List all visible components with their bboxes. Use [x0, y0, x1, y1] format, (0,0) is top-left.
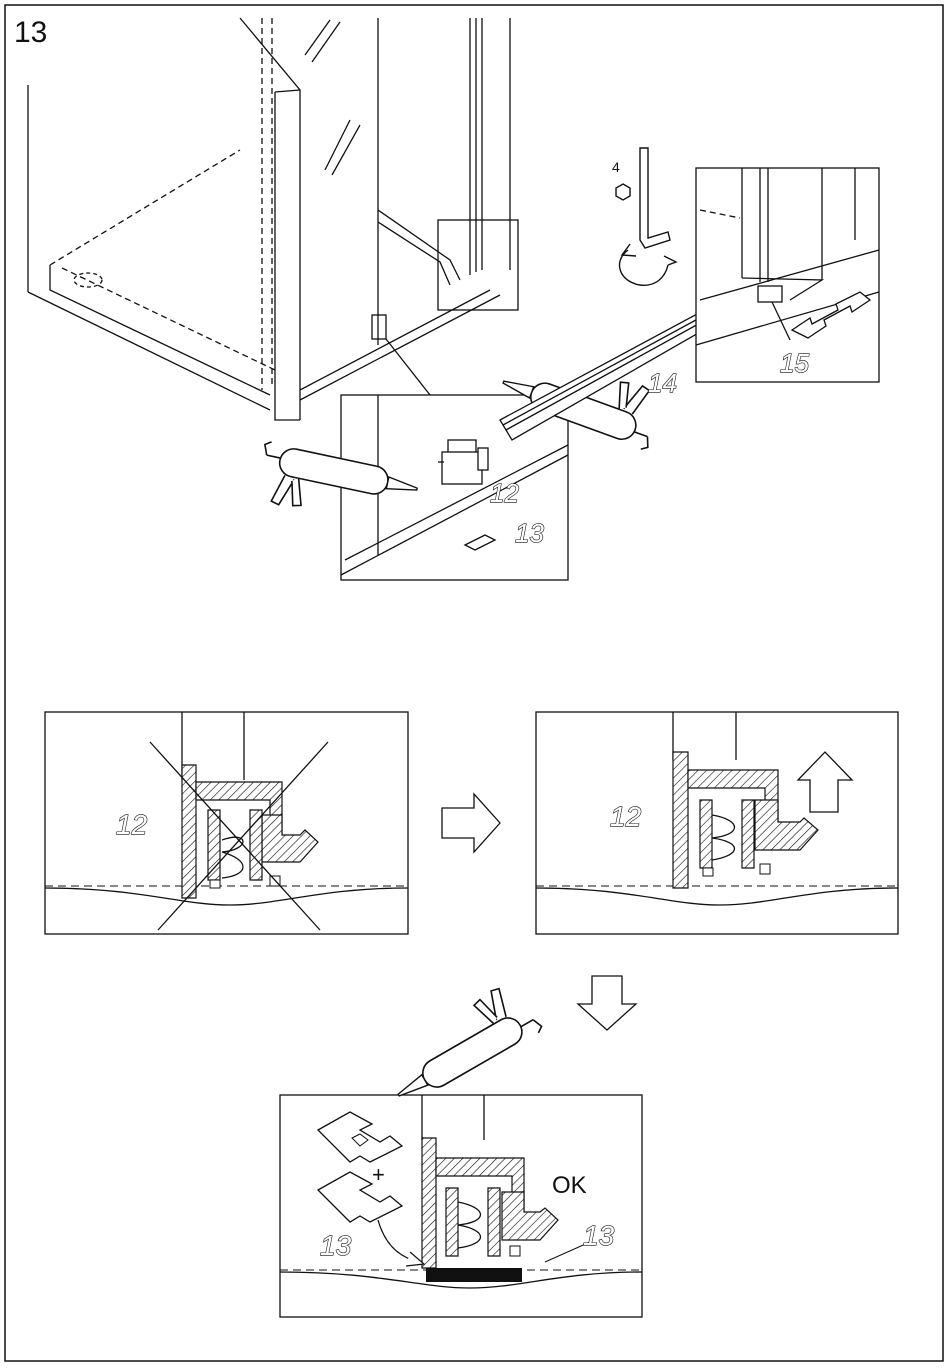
label-lifted: 12: [610, 801, 642, 832]
panel-lifted-position: [536, 712, 898, 934]
arrow-right-icon: [442, 794, 500, 852]
hex-key-icon: [616, 148, 676, 285]
end-cap-part: [758, 286, 782, 302]
arrow-down-icon: [578, 976, 636, 1030]
panel-ok-position: [280, 1095, 642, 1317]
label-shim: 13: [515, 518, 544, 548]
step-number: 13: [14, 16, 47, 49]
plus-sign: +: [372, 1162, 385, 1187]
panel-wrong-position: [45, 712, 408, 934]
label-shim-right: 13: [583, 1220, 615, 1251]
sealant-gun-bottom: [377, 978, 544, 1109]
slider-part: [438, 440, 488, 484]
label-wrong: 12: [116, 809, 148, 840]
ok-text: OK: [552, 1172, 587, 1199]
label-end-cap: 15: [780, 348, 809, 378]
label-shim-left: 13: [320, 1230, 352, 1261]
shim-layer: [426, 1268, 522, 1282]
sealant-gun-left: [253, 441, 420, 533]
shower-enclosure-overview: [28, 18, 518, 420]
shim-part: [465, 535, 495, 550]
label-strip: 14: [648, 368, 677, 398]
label-slider: 12: [490, 478, 519, 508]
hex-key-size: 4: [612, 159, 620, 175]
